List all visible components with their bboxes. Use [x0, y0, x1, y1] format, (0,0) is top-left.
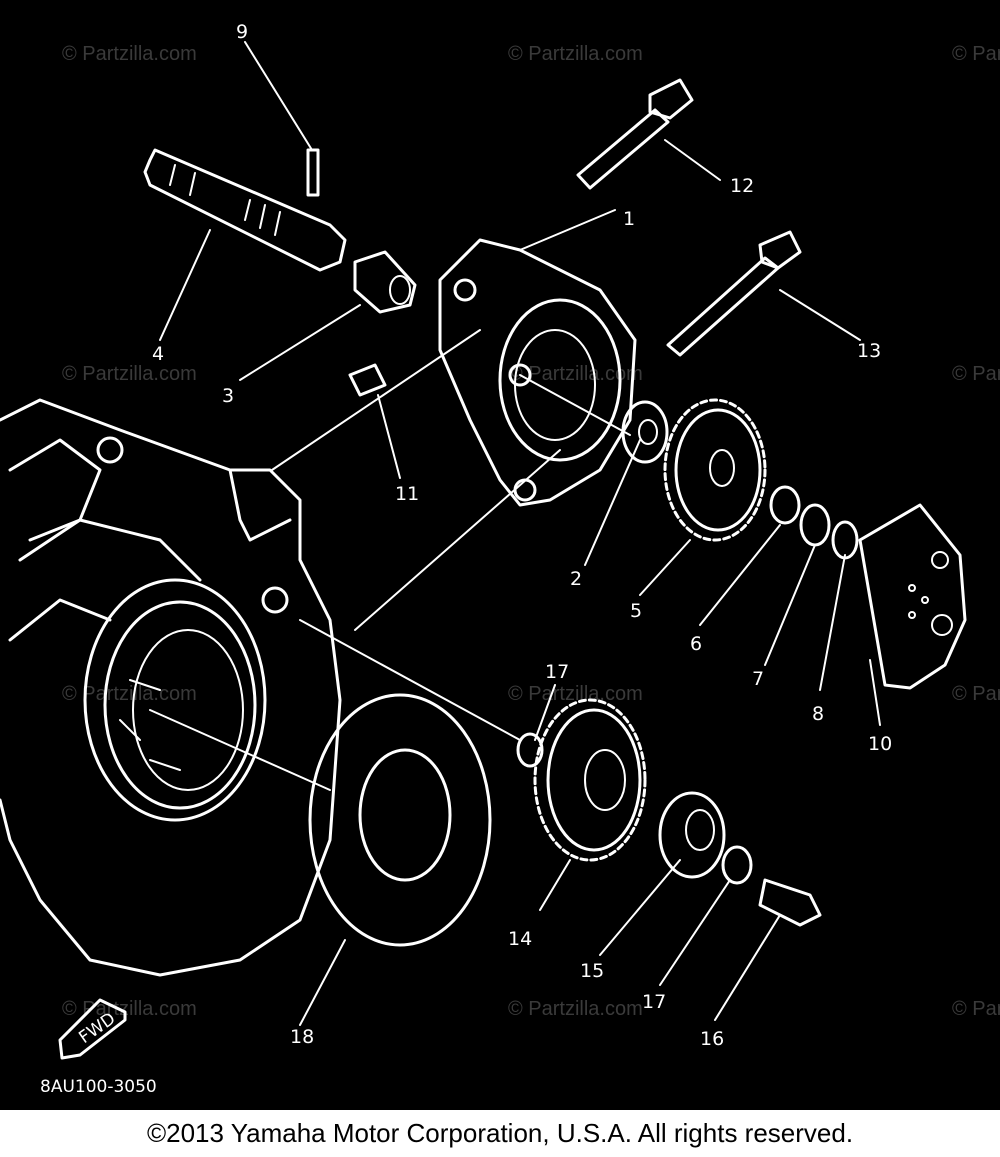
callout-18: 18 — [290, 1026, 314, 1048]
callout-3: 3 — [222, 385, 234, 407]
parts-diagram: © Partzilla.com © Partzilla.com © Partzi… — [0, 0, 1000, 1110]
callout-17b: 17 — [642, 991, 666, 1013]
callout-14: 14 — [508, 928, 532, 950]
watermark: © Partzilla.com — [508, 363, 643, 385]
callout-8: 8 — [812, 703, 824, 725]
bolts-drawing — [576, 78, 802, 357]
sprocket-upper-drawing — [621, 398, 967, 690]
watermark: © Partzilla.com — [508, 683, 643, 705]
leader-lines — [149, 41, 881, 1026]
watermark: © Partzilla.com — [952, 43, 1000, 65]
callout-16: 16 — [700, 1028, 724, 1050]
watermark: © Partzilla.com — [952, 998, 1000, 1020]
watermark: © Partzilla.com — [62, 363, 197, 385]
callout-5: 5 — [630, 600, 642, 622]
diagram-code: 8AU100-3050 — [40, 1077, 157, 1097]
callout-10: 10 — [868, 733, 892, 755]
shaft-drawing — [143, 148, 417, 397]
callout-9: 9 — [236, 21, 248, 43]
callout-4: 4 — [152, 343, 164, 365]
watermark: © Partzilla.com — [62, 43, 197, 65]
watermarks: © Partzilla.com © Partzilla.com © Partzi… — [62, 43, 1000, 1020]
callout-11: 11 — [395, 483, 419, 505]
callout-2: 2 — [570, 568, 582, 590]
sprocket-lower-drawing — [308, 693, 822, 947]
watermark: © Partzilla.com — [952, 363, 1000, 385]
watermark: © Partzilla.com — [508, 998, 643, 1020]
crankcase-drawing — [0, 398, 342, 977]
copyright-notice: ©2013 Yamaha Motor Corporation, U.S.A. A… — [146, 1118, 854, 1148]
watermark: © Partzilla.com — [62, 683, 197, 705]
fwd-arrow-icon: FWD — [58, 998, 127, 1060]
callout-17: 17 — [545, 661, 569, 683]
callout-7: 7 — [752, 668, 764, 690]
callouts: 9 4 3 11 1 12 13 2 5 6 7 8 10 17 14 15 1… — [152, 21, 892, 1050]
watermark: © Partzilla.com — [508, 43, 643, 65]
callout-15: 15 — [580, 960, 604, 982]
callout-12: 12 — [730, 175, 754, 197]
callout-13: 13 — [857, 340, 881, 362]
housing-drawing — [438, 238, 637, 507]
watermark: © Partzilla.com — [952, 683, 1000, 705]
callout-6: 6 — [690, 633, 702, 655]
callout-1: 1 — [623, 208, 635, 230]
